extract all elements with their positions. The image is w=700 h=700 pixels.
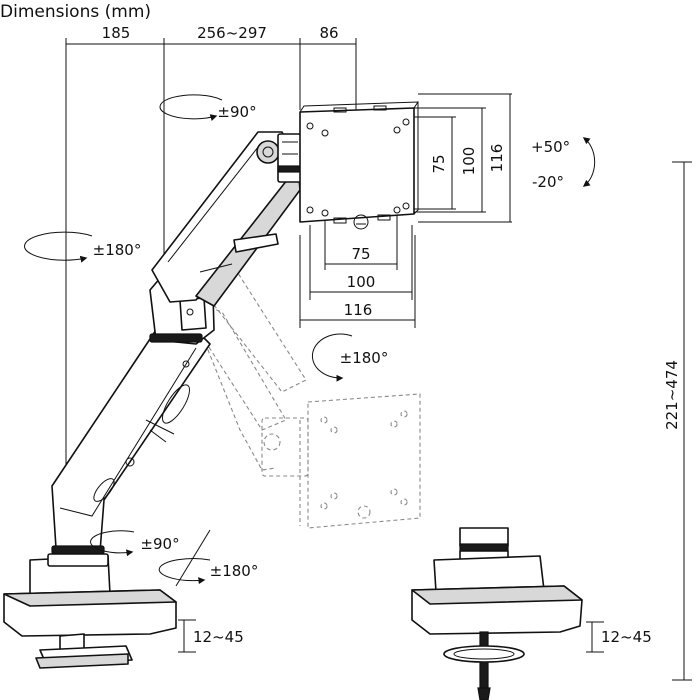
dim-top-86: 86 <box>319 24 338 42</box>
upper-arm <box>151 131 301 307</box>
height-dimension <box>672 161 692 681</box>
lower-arm <box>47 329 211 567</box>
vesa-plate <box>299 101 419 230</box>
dim-vesa-v-100: 100 <box>460 147 478 176</box>
rotation-top-label: ±90° <box>217 103 256 121</box>
dim-vesa-v-116: 116 <box>488 144 506 173</box>
dim-height-221-474: 221~474 <box>663 360 681 430</box>
dim-clamp-left: 12~45 <box>193 628 244 646</box>
dim-vesa-h-116: 116 <box>344 301 373 319</box>
left-desk-clamp <box>3 555 177 669</box>
screen-rotate-arrow-icon <box>311 333 353 382</box>
tilt-head <box>277 133 303 183</box>
dim-vesa-h-75: 75 <box>351 245 370 263</box>
diagram-title: Dimensions (mm) <box>0 2 151 22</box>
base-swivel-arrow-b <box>158 558 211 585</box>
screen-rotate-label: ±180° <box>340 349 389 367</box>
base-swivel-arrow-a <box>90 530 135 557</box>
right-desk-clamp <box>411 527 583 700</box>
base-swivel-label-b: ±180° <box>210 562 259 580</box>
dim-top-256-297: 256~297 <box>197 24 267 42</box>
vesa-horizontal-dims <box>299 214 416 328</box>
rotation-arrow-arm <box>24 231 93 263</box>
tilt-arrow-icon <box>582 137 596 187</box>
tilt-down-label: -20° <box>532 173 564 191</box>
base-swivel-label-a: ±90° <box>140 535 179 553</box>
dim-vesa-v-75: 75 <box>430 154 448 173</box>
vesa-vertical-dims <box>410 93 512 223</box>
dim-vesa-h-100: 100 <box>347 273 376 291</box>
dim-clamp-right: 12~45 <box>601 628 652 646</box>
rotation-arrow-top <box>159 94 223 121</box>
tilt-up-label: +50° <box>531 138 570 156</box>
clamp-left-dimension <box>178 619 196 653</box>
rotation-arm-label: ±180° <box>93 241 142 259</box>
clamp-right-dimension <box>586 621 604 653</box>
top-dimension-lines <box>65 38 357 470</box>
ghost-vesa-plate <box>307 393 421 529</box>
dim-top-185: 185 <box>102 24 131 42</box>
